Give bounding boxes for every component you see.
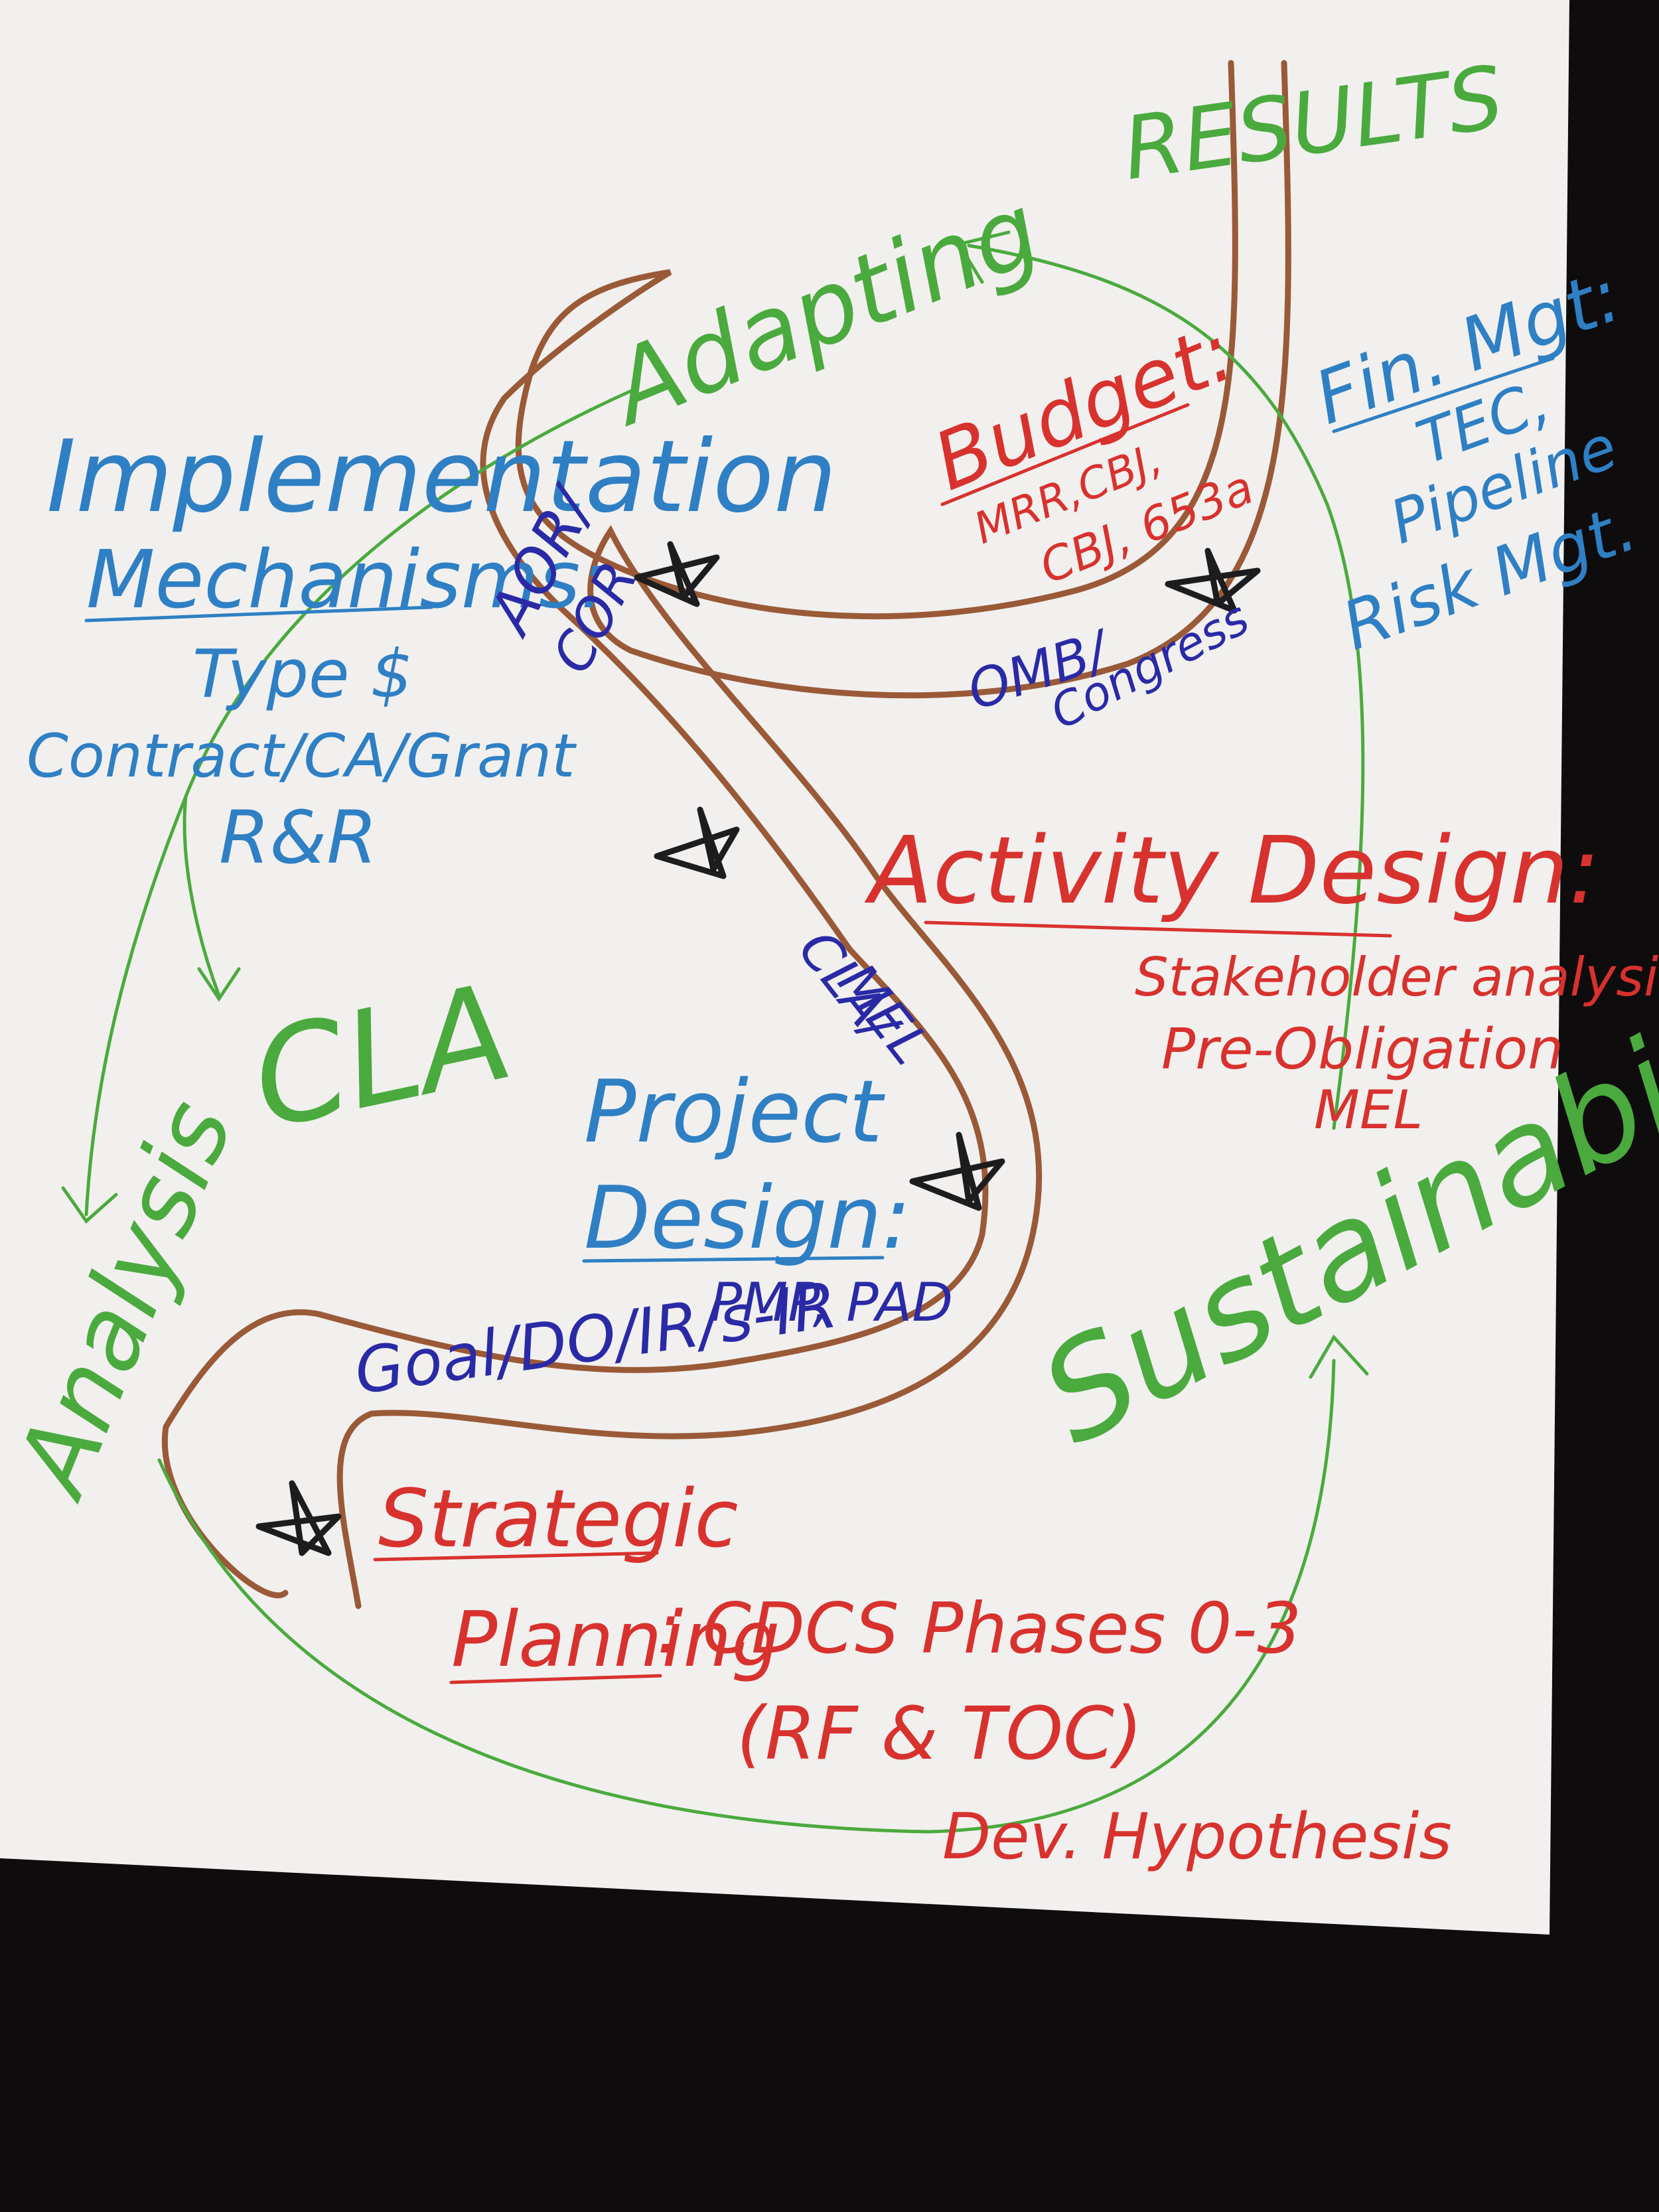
type-money-label: Type $	[192, 635, 413, 713]
cycle-top-arc	[84, 386, 639, 1217]
rf-toc-label: (RF & TOC)	[737, 1691, 1143, 1776]
river-inner-edge	[336, 60, 1291, 1609]
mel-red-label: MEL	[1314, 1079, 1423, 1141]
milestone-stars	[255, 541, 1261, 1556]
underline-strategic	[373, 1551, 659, 1562]
pre-obligation-label: Pre-Obligation	[1161, 1017, 1563, 1082]
dev-hypothesis-label: Dev. Hypothesis	[942, 1801, 1452, 1874]
cdcs-phases-label: : CDCS Phases 0-3	[657, 1588, 1301, 1669]
cycle-right-arc	[967, 244, 1365, 1130]
star-icon	[654, 806, 740, 879]
cycle-bottom-arc	[157, 1359, 1336, 1834]
mechanisms-label: Mechanisms:	[86, 534, 607, 627]
river-outer-edge	[161, 60, 1238, 1599]
pmp-pad-label: PMP, PAD	[710, 1272, 953, 1333]
r-and-r-label: R&R	[219, 795, 378, 880]
project-label: Project	[584, 1061, 885, 1162]
activity-design-label: Activity Design:	[864, 817, 1600, 925]
strategic-label: Strategic	[378, 1473, 738, 1566]
star-icon	[909, 1132, 1005, 1211]
arrowhead-cla	[197, 967, 241, 1002]
winding-river	[161, 60, 1291, 1609]
underline-fin-mgt	[1332, 356, 1555, 433]
underline-budget	[940, 403, 1190, 506]
star-icon	[255, 1480, 342, 1556]
cla-arrow	[182, 794, 221, 997]
underline-planning	[449, 1674, 662, 1684]
planning-label: Planning	[451, 1595, 780, 1684]
design-label: Design:	[584, 1167, 911, 1268]
stakeholder-label: Stakeholder analysis	[1135, 946, 1659, 1008]
underlines	[84, 356, 1555, 1684]
implementation-label: Implementation	[46, 419, 837, 535]
star-icon	[1165, 548, 1261, 614]
underline-activity-design	[924, 921, 1392, 938]
underline-mechanisms	[84, 605, 433, 623]
green-cycle	[61, 230, 1369, 1834]
arrowhead-sustainability	[1309, 1334, 1369, 1379]
underline-project-design	[582, 1256, 885, 1263]
contract-ca-grant-label: Contract/CA/Grant	[27, 721, 577, 791]
star-icon	[634, 541, 720, 607]
arrowhead-analysis	[61, 1186, 118, 1224]
paper-sheet	[0, 0, 1569, 1935]
arrowhead-adapting	[956, 230, 1011, 284]
